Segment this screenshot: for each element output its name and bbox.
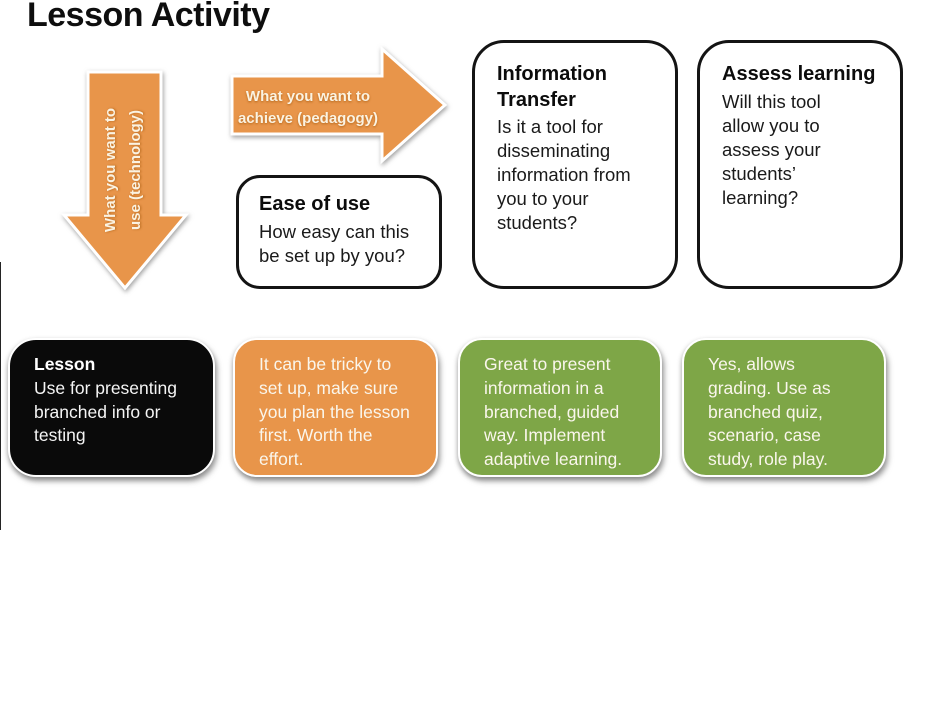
answer-body: Great to present information in a branch… bbox=[484, 354, 623, 470]
criteria-body: Is it a tool for disseminating informati… bbox=[497, 116, 631, 234]
answer-box-assess-learning: Yes, allows grading. Use as branched qui… bbox=[682, 338, 886, 477]
criteria-body: Will this tool allow you to assess your … bbox=[722, 90, 821, 208]
page-title: Lesson Activity bbox=[27, 0, 270, 34]
right-arrow-label: What you want to achieve (pedagogy) bbox=[232, 86, 384, 130]
right-arrow-label-line2: achieve (pedagogy) bbox=[237, 110, 379, 127]
right-arrow-icon bbox=[230, 45, 448, 165]
down-arrow-label: What you want to use (technology) bbox=[98, 70, 150, 270]
criteria-title: Assess learning bbox=[722, 63, 876, 85]
answer-box-information-transfer: Great to present information in a branch… bbox=[458, 338, 662, 477]
criteria-title: Information Transfer bbox=[497, 63, 607, 111]
down-arrow-icon bbox=[60, 70, 190, 291]
criteria-box-assess-learning: Assess learning Will this tool allow you… bbox=[697, 40, 903, 289]
down-arrow-label-line1: What you want to bbox=[102, 107, 119, 233]
answer-body: Use for presenting branched info or test… bbox=[34, 377, 177, 446]
answer-box-lesson: Lesson Use for presenting branched info … bbox=[8, 338, 215, 477]
answer-body: It can be tricky to set up, make sure yo… bbox=[259, 354, 410, 470]
answer-box-ease-of-use: It can be tricky to set up, make sure yo… bbox=[233, 338, 438, 477]
right-arrow-label-line1: What you want to bbox=[245, 88, 371, 105]
criteria-body: How easy can this be set up by you? bbox=[259, 220, 410, 266]
down-arrow-label-line2: use (technology) bbox=[127, 110, 144, 231]
criteria-box-information-transfer: Information Transfer Is it a tool for di… bbox=[472, 40, 678, 289]
answer-title: Lesson bbox=[34, 354, 96, 374]
criteria-box-ease-of-use: Ease of use How easy can this be set up … bbox=[236, 175, 442, 289]
slide-edge-line bbox=[0, 262, 1, 530]
criteria-title: Ease of use bbox=[259, 193, 371, 215]
answer-body: Yes, allows grading. Use as branched qui… bbox=[708, 354, 831, 470]
